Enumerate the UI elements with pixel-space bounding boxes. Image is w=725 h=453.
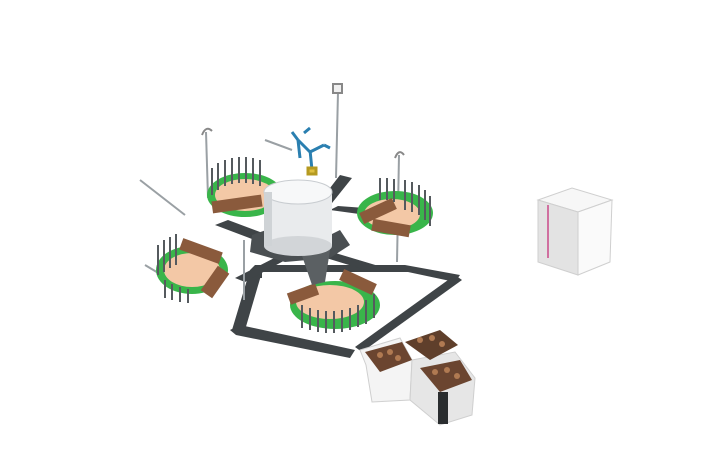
white-box-building xyxy=(536,187,614,276)
hexagonal-planter-cluster xyxy=(359,330,476,426)
fenced-garden-north-east xyxy=(357,178,433,238)
lamp-posts xyxy=(139,83,405,300)
fenced-garden-south-west xyxy=(156,234,230,303)
fenced-garden-south-east xyxy=(286,268,380,333)
central-cylinder-tower xyxy=(250,179,350,285)
blue-tree xyxy=(290,126,331,176)
